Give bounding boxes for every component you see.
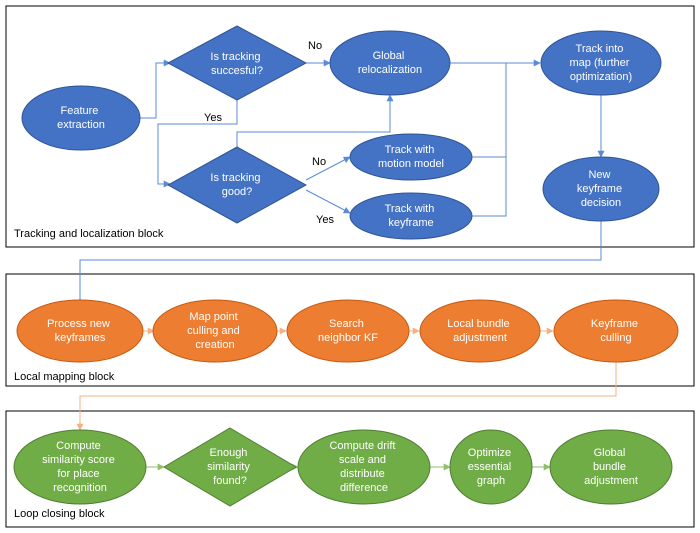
is-tracking-good-decision [166,146,308,224]
track-keyframe-label: Track with keyframe [385,203,438,229]
map-point-culling-label: Map point culling and creation [187,311,243,351]
loop-block-frame [5,410,695,528]
local-bundle-adjustment-label: Local bundle adjustment [447,318,512,344]
track-motion-model-label: Track with motion model [378,144,444,170]
is-tracking-good-label: Is tracking good? [210,172,263,198]
local-bundle-adjustment-node [419,299,541,363]
edge-label-good-no: No [312,156,326,168]
track-keyframe-node [349,192,473,240]
keyframe-culling-label: Keyframe culling [591,318,641,344]
track-into-map-label: Track into map (further optimization) [570,43,633,83]
global-bundle-adjustment-node [549,429,673,505]
edge-label-success-no: No [308,40,322,52]
process-new-keyframes-label: Process new keyframes [47,318,113,344]
edge-keyframe-to-map [472,157,507,217]
tracking-block-frame [5,5,695,248]
compute-similarity-label: Compute similarity score for place recog… [42,440,118,494]
edge-feature-to-successful [140,59,171,119]
global-bundle-adjustment-label: Global bundle adjustment [584,447,638,487]
enough-similarity-decision [163,427,297,507]
edge-label-success-yes: Yes [204,112,222,124]
is-tracking-successful-decision [166,25,308,101]
mapping-block-label: Local mapping block [14,371,115,383]
tracking-block-label: Tracking and localization block [14,228,164,240]
optimize-essential-graph-node [449,429,533,505]
feature-extraction-node [21,85,141,151]
is-tracking-successful-label: Is tracking succesful? [210,51,263,77]
edge-successful-yes [157,100,238,188]
tracking-edges [76,59,605,311]
global-relocalization-label: Global relocalization [358,50,422,76]
edge-mapping-to-loop [76,362,617,431]
track-motion-model-node [349,133,473,181]
compute-similarity-node [13,429,147,505]
edge-good-yes [305,189,351,214]
search-neighbor-kf-node [286,299,410,363]
track-into-map-node [540,30,662,96]
edge-good-no [305,156,351,181]
new-keyframe-decision-node [542,156,660,222]
optimize-essential-graph-label: Optimize essential graph [468,447,514,487]
mapping-block-frame [5,273,695,387]
edge-motion-to-map [472,63,507,158]
compute-drift-label: Compute drift scale and distribute diffe… [329,440,398,494]
edge-label-good-yes: Yes [316,214,334,226]
feature-extraction-label: Feature extraction [57,105,105,131]
mapping-edges [76,327,617,431]
keyframe-culling-node [553,299,679,363]
loop-block-label: Loop closing block [14,508,105,520]
map-point-culling-node [152,299,278,363]
global-relocalization-node [329,30,451,96]
edge-good-to-relocalization [236,94,394,147]
edge-decision-to-mapping [76,220,602,311]
search-neighbor-kf-label: Search neighbor KF [318,318,378,344]
enough-similarity-label: Enough similarity found? [207,447,253,487]
compute-drift-node [297,429,431,505]
new-keyframe-decision-label: New keyframe decision [577,169,625,209]
process-new-keyframes-node [16,299,144,363]
